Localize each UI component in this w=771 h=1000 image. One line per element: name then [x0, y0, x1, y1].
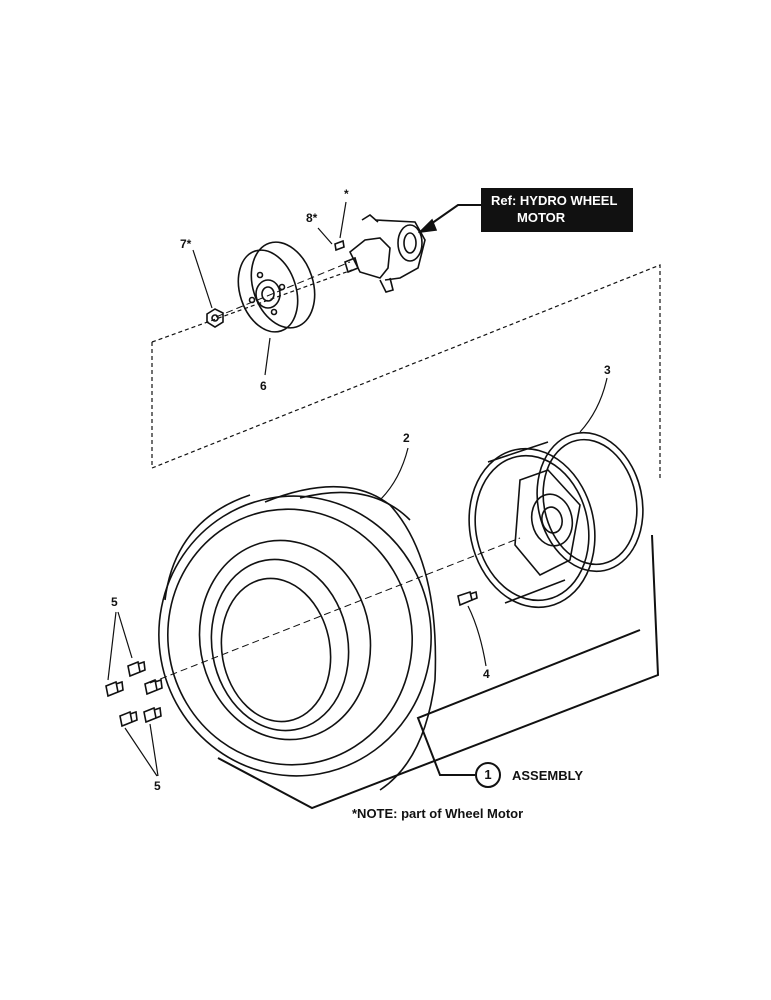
- hub-group-dashed-top: [151, 269, 353, 343]
- leader-4: [467, 605, 487, 667]
- assembly-label: ASSEMBLY: [512, 768, 584, 783]
- leader-star: [339, 201, 347, 239]
- lug-nut: [206, 308, 224, 328]
- callout-star: *: [344, 187, 349, 201]
- callout-8: 8*: [306, 211, 318, 225]
- callout-6: 6: [260, 379, 267, 393]
- callout-5-bottom: 5: [154, 779, 161, 793]
- valve-stem: [457, 590, 478, 607]
- tire: [158, 485, 437, 791]
- callout-5-top: 5: [111, 595, 118, 609]
- reference-line-1: Ref: HYDRO WHEEL: [491, 193, 618, 208]
- leader-7: [192, 249, 213, 309]
- lug-bolts: [105, 660, 163, 728]
- callout-4: 4: [483, 667, 490, 681]
- assembly-bracket: [217, 534, 660, 810]
- key: [334, 239, 345, 252]
- leader-3: [579, 377, 608, 433]
- hydro-wheel-motor: [344, 214, 426, 293]
- rim: [468, 431, 644, 609]
- hub-group-dashed-outline: [151, 264, 661, 478]
- reference-line-2: MOTOR: [517, 210, 566, 225]
- reference-arrow-line: [427, 204, 481, 227]
- footnote: *NOTE: part of Wheel Motor: [352, 806, 524, 821]
- reference-arrowhead: [417, 218, 438, 234]
- callout-7: 7*: [180, 237, 192, 251]
- leader-6: [264, 337, 271, 376]
- callout-3: 3: [604, 363, 611, 377]
- leader-8: [317, 227, 333, 245]
- leader-2: [379, 447, 409, 501]
- assembly-number: 1: [475, 762, 501, 788]
- hub: [237, 241, 316, 333]
- hydro-wheel-motor-reference: Ref: HYDRO WHEEL MOTOR: [481, 188, 633, 232]
- center-axis-line: [149, 537, 521, 684]
- leader-5-bottom: [124, 723, 159, 777]
- callout-2: 2: [403, 431, 410, 445]
- leader-5-top: [107, 611, 133, 681]
